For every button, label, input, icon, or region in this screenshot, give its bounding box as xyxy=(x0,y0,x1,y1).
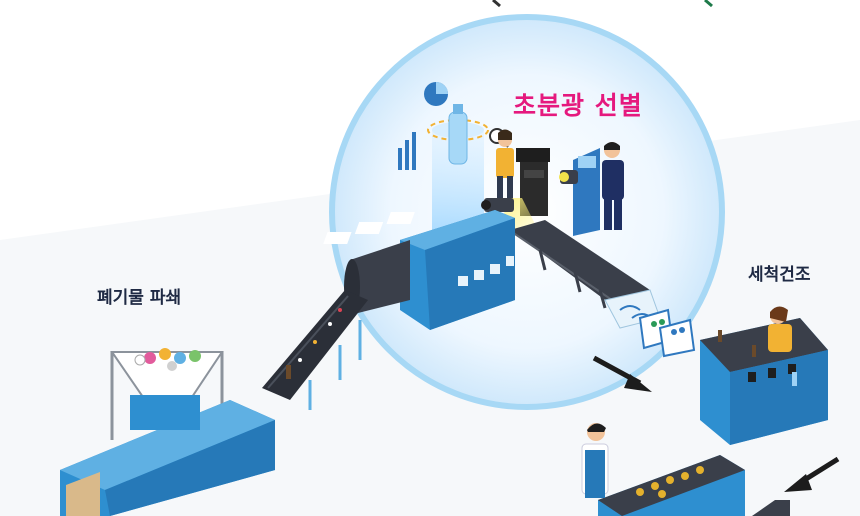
bar-chart-icon xyxy=(398,132,416,170)
control-terminal xyxy=(559,148,600,236)
shredder-machine xyxy=(60,395,275,516)
washing-drying-label: 세척건조 xyxy=(748,265,811,285)
worker-inspection xyxy=(581,423,609,498)
washing-drying-machine xyxy=(700,318,828,445)
arrow-icon xyxy=(784,456,840,492)
top-decor xyxy=(704,0,713,8)
bottle-scan-icon xyxy=(427,104,489,165)
top-decor xyxy=(492,0,501,8)
output-bins xyxy=(638,308,696,358)
waste-shredding-label: 폐기물 파쇄 xyxy=(97,288,182,308)
worker-inspector xyxy=(496,129,514,204)
incline-conveyor xyxy=(262,290,368,410)
arrow-icon xyxy=(592,355,652,392)
hyperspectral-sorting-title: 초분광 선별 xyxy=(513,91,643,120)
inspection-belt xyxy=(598,455,790,516)
camera-unit xyxy=(481,198,514,212)
shredder-hopper xyxy=(110,348,224,440)
pie-chart-icon xyxy=(424,82,448,106)
worker-washing xyxy=(768,306,792,352)
worker-operator xyxy=(602,142,624,230)
main-processing-machine xyxy=(323,210,515,330)
